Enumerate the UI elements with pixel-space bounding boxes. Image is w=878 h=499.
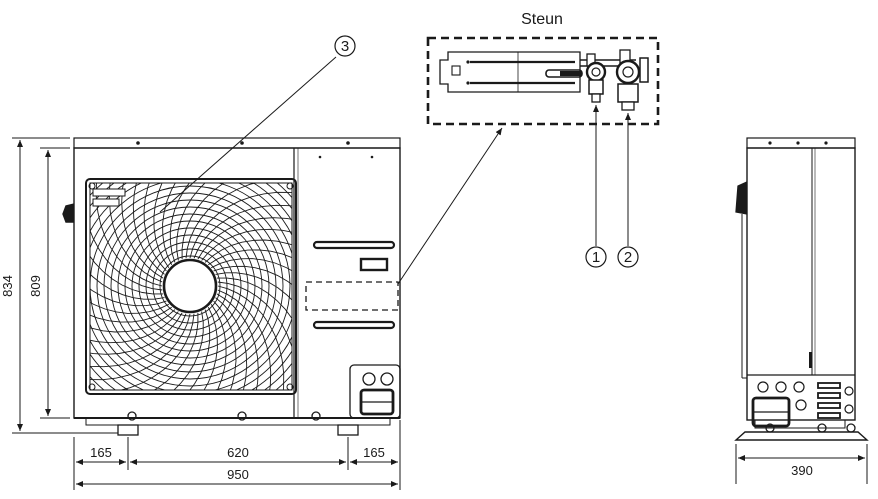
grille-spoke [90, 301, 169, 314]
grille-spoke [90, 255, 164, 295]
grille-spoke [215, 272, 292, 301]
callout-3-leader [159, 56, 337, 213]
callout-3: 3 [334, 35, 356, 57]
detail-leader [397, 127, 503, 285]
grille-spoke [90, 311, 179, 344]
grille-spoke [108, 183, 163, 283]
grille-spoke [189, 309, 211, 390]
foot-right [337, 424, 359, 436]
grille-spoke [208, 249, 292, 266]
detail-frame [426, 36, 660, 126]
grille-spoke [169, 183, 190, 263]
grille-spoke [173, 311, 204, 390]
grille-spoke [216, 293, 259, 390]
grille-spoke [185, 183, 257, 259]
callout-1: 1 [585, 246, 607, 268]
grille-spoke [153, 312, 199, 390]
dim-depth: 390 [791, 463, 813, 478]
grille-spoke [143, 183, 167, 272]
grille-spoke [213, 265, 292, 286]
grille-spoke [90, 288, 167, 307]
grille-spoke [215, 297, 248, 390]
grille-spoke [216, 277, 292, 320]
panel-slot-bottom [312, 320, 396, 330]
dim-height-body: 809 [28, 275, 43, 297]
grille-spoke [217, 281, 292, 349]
detail-title: Steun [521, 11, 563, 28]
grille-spoke [204, 239, 292, 263]
grille-spoke [210, 304, 227, 390]
grille-spoke [203, 307, 218, 390]
top-plate [73, 137, 401, 149]
callout-3-label: 3 [341, 38, 349, 55]
grille-spoke [189, 191, 292, 259]
grille-spoke [217, 289, 272, 390]
grille-spoke [181, 183, 225, 260]
fan-hub [162, 258, 218, 314]
panel-handle [359, 257, 389, 272]
depth-dimension [735, 444, 868, 484]
grille-spoke [197, 217, 292, 260]
dim-total-width: 950 [227, 467, 249, 482]
callout-2: 2 [617, 246, 639, 268]
panel-slot-top [312, 240, 396, 250]
dim-left-segment: 165 [90, 445, 112, 460]
height-dimensions [12, 137, 118, 434]
grille-spoke [90, 312, 183, 355]
side-handle [62, 203, 75, 223]
grille-spoke [213, 300, 237, 390]
fan-grille-rings [90, 183, 292, 390]
dim-right-segment: 165 [363, 445, 385, 460]
grille-spoke [90, 273, 165, 300]
dim-middle-segment: 620 [227, 445, 249, 460]
side-view [734, 137, 869, 441]
grille-spoke [121, 183, 164, 279]
grille-spoke [90, 229, 163, 291]
grille-spoke [132, 183, 165, 275]
fan-grille-spokes [90, 183, 292, 390]
grille-spoke [162, 183, 176, 265]
foot-left [117, 424, 139, 436]
grille-spoke [176, 183, 206, 261]
support-location [305, 281, 399, 311]
callout-2-label: 2 [624, 249, 632, 266]
grille-spoke [90, 309, 176, 333]
dim-height-total: 834 [0, 275, 15, 297]
grille-spoke [119, 313, 195, 390]
width-dimensions [73, 420, 401, 490]
grille-spoke [90, 306, 172, 323]
grille-spoke [193, 204, 292, 259]
grille-spoke [90, 313, 191, 381]
support-bracket [439, 49, 649, 111]
grille-spoke [201, 228, 292, 261]
grille-spoke [211, 258, 292, 272]
grille-spoke [153, 183, 170, 268]
grille-spoke [217, 285, 285, 390]
front-view [62, 137, 401, 436]
callout-1-label: 1 [592, 249, 600, 266]
grille-spoke [90, 313, 187, 368]
fan-grille-frame [85, 178, 297, 395]
